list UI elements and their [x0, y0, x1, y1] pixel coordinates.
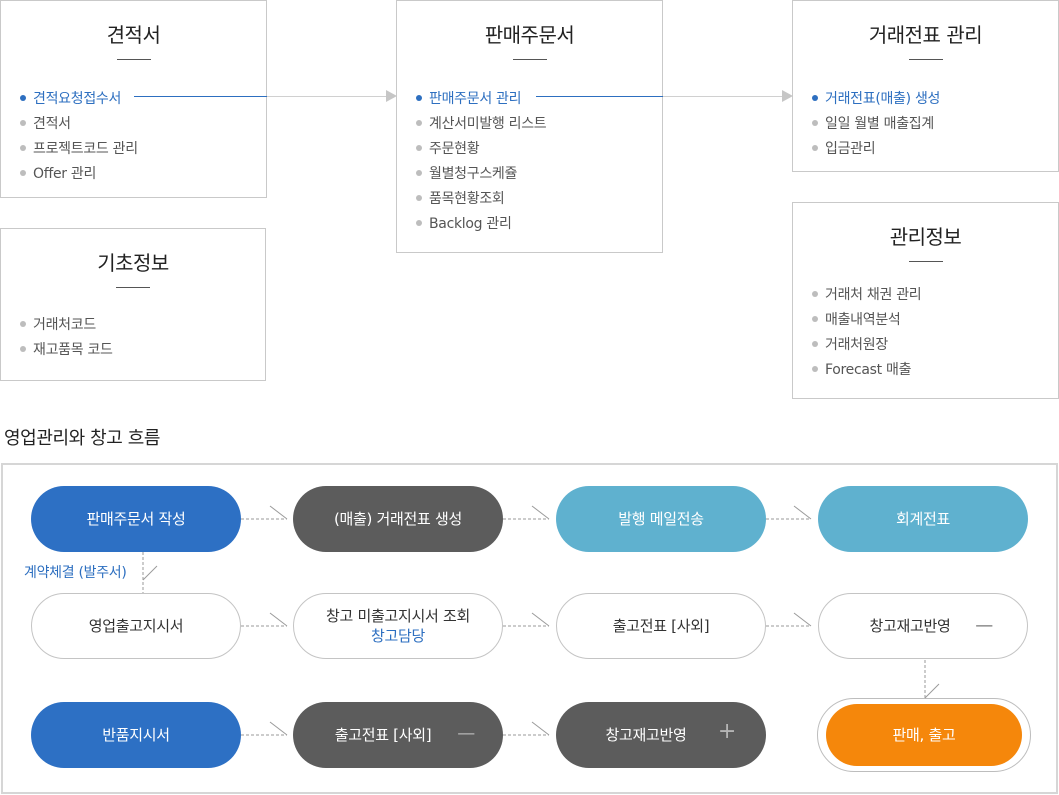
- menu-item-monthly-billing[interactable]: 월별청구스케쥴: [415, 163, 517, 183]
- connector-line: [267, 96, 387, 97]
- menu-item-client-code[interactable]: 거래처코드: [20, 314, 96, 334]
- minus-icon: —: [975, 615, 993, 636]
- connector-line: [663, 96, 783, 97]
- flow-section-title: 영업관리와 창고 흐름: [4, 428, 161, 449]
- flow-step-stock-update[interactable]: 창고재고반영 —: [818, 593, 1028, 659]
- flow-step-label: 영업출고지시서: [88, 617, 184, 635]
- flow-step-voucher[interactable]: (매출) 거래전표 생성: [293, 486, 503, 552]
- menu-item-quote-request[interactable]: 견적요청접수서: [19, 88, 121, 108]
- menu-item-offer[interactable]: Offer 관리: [19, 163, 96, 183]
- menu-item-sales-order-mgmt[interactable]: 판매주문서 관리: [415, 88, 522, 108]
- basic-info-title: 기초정보: [97, 251, 169, 275]
- voucher-box: 거래전표 관리 거래전표(매출) 생성 일일 월별 매출집계 입금관리: [792, 0, 1059, 172]
- arrow-right-icon: [386, 90, 397, 102]
- menu-item-item-status[interactable]: 품목현황조회: [415, 188, 505, 208]
- mgmt-info-title: 관리정보: [889, 225, 962, 249]
- menu-item-sales-summary[interactable]: 일일 월별 매출집계: [812, 113, 934, 133]
- title-divider: [908, 261, 943, 262]
- menu-item-forecast[interactable]: Forecast 매출: [811, 359, 911, 379]
- sales-order-title: 판매주문서: [484, 23, 575, 47]
- title-divider: [116, 287, 150, 288]
- flow-step-warehouse-query[interactable]: 창고 미출고지시서 조회 창고담당: [293, 593, 503, 659]
- minus-icon: —: [457, 723, 475, 744]
- menu-item-stock-code[interactable]: 재고품목 코드: [20, 339, 113, 359]
- flow-step-label: (매출) 거래전표 생성: [333, 510, 463, 528]
- quote-box: 견적서 견적요청접수서 견적서 프로젝트코드 관리 Offer 관리: [0, 0, 267, 198]
- flow-step-return-order[interactable]: 반품지시서: [31, 702, 241, 768]
- contract-note: 계약체결 (발주서): [24, 565, 127, 581]
- flow-step-sale-shipping[interactable]: 판매, 출고: [826, 704, 1022, 766]
- menu-item-order-status[interactable]: 주문현황: [415, 138, 480, 158]
- title-divider: [908, 59, 943, 60]
- flow-step-stock-update-2[interactable]: 창고재고반영 +: [556, 702, 766, 768]
- flow-step-label: 창고 미출고지시서 조회: [326, 607, 470, 625]
- menu-item-project-code[interactable]: 프로젝트코드 관리: [20, 138, 138, 158]
- flow-step-email[interactable]: 발행 메일전송: [556, 486, 766, 552]
- title-divider: [116, 59, 151, 60]
- flow-step-shipping-voucher-2[interactable]: 출고전표 [사외] —: [293, 702, 503, 768]
- menu-item-unissued-invoice[interactable]: 계산서미발행 리스트: [415, 113, 547, 133]
- menu-item-receivables[interactable]: 거래처 채권 관리: [811, 284, 922, 304]
- connector-line: [536, 96, 663, 97]
- flow-step-label: 판매, 출고: [892, 726, 956, 744]
- flow-step-label: 창고재고반영: [869, 617, 951, 635]
- menu-item-voucher-create[interactable]: 거래전표(매출) 생성: [811, 88, 940, 108]
- connector-line: [134, 96, 267, 97]
- flow-step-label: 판매주문서 작성: [86, 510, 186, 528]
- flow-step-label: 회계전표: [895, 510, 950, 528]
- menu-item-backlog[interactable]: Backlog 관리: [416, 213, 512, 233]
- flow-step-shipping-voucher[interactable]: 출고전표 [사외]: [556, 593, 766, 659]
- quote-title: 견적서: [106, 23, 161, 47]
- flow-step-label: 발행 메일전송: [618, 510, 704, 528]
- flow-step-label: 반품지시서: [102, 726, 170, 744]
- flow-step-label: 출고전표 [사외]: [334, 726, 432, 744]
- flow-step-sales-shipping-order[interactable]: 영업출고지시서: [31, 593, 241, 659]
- flow-step-label: 출고전표 [사외]: [612, 617, 710, 635]
- menu-item-deposit[interactable]: 입금관리: [811, 138, 876, 158]
- voucher-title: 거래전표 관리: [868, 23, 983, 47]
- flow-step-accounting[interactable]: 회계전표: [818, 486, 1028, 552]
- mgmt-info-box: 관리정보 거래처 채권 관리 매출내역분석 거래처원장 Forecast 매출: [792, 202, 1059, 399]
- flow-step-sales-order[interactable]: 판매주문서 작성: [31, 486, 241, 552]
- final-step-ring: [817, 698, 1031, 772]
- menu-item-ledger[interactable]: 거래처원장: [812, 334, 888, 354]
- menu-item-sales-analysis[interactable]: 매출내역분석: [811, 309, 901, 329]
- menu-item-quote[interactable]: 견적서: [20, 113, 71, 133]
- sales-order-box: 판매주문서 판매주문서 관리 계산서미발행 리스트 주문현황 월별청구스케쥴 품…: [396, 0, 663, 253]
- basic-info-box: 기초정보 거래처코드 재고품목 코드: [0, 228, 266, 381]
- flow-step-label: 창고재고반영: [605, 726, 687, 744]
- arrow-right-icon: [782, 90, 793, 102]
- plus-icon: +: [717, 719, 736, 744]
- title-divider: [512, 59, 547, 60]
- flow-step-sublabel: 창고담당: [370, 627, 425, 645]
